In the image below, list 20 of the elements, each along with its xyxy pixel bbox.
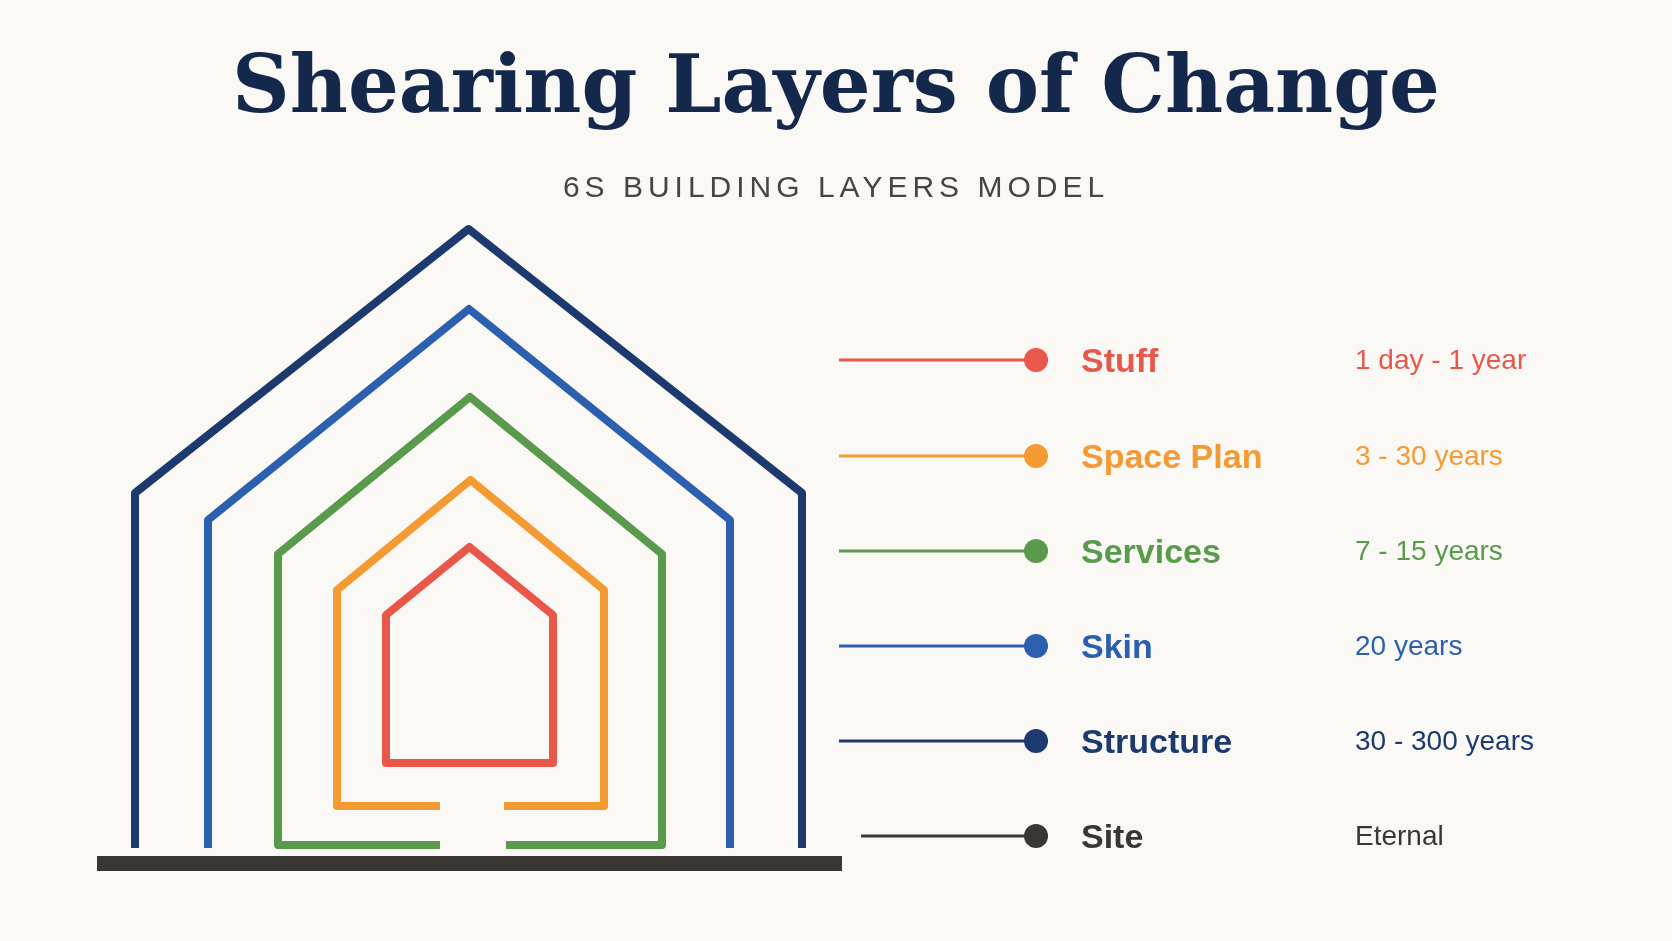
layer-name: Skin xyxy=(1081,626,1153,666)
lifespan-text: 3 - 30 years xyxy=(1355,439,1503,473)
lifespan-text: 7 - 15 years xyxy=(1355,534,1503,568)
lifespan-text: 1 day - 1 year xyxy=(1355,343,1527,377)
lifespan-text: 20 years xyxy=(1355,629,1463,663)
layer-name: Structure xyxy=(1081,721,1233,761)
leader-line-with-dot xyxy=(839,634,1048,658)
layer-name: Stuff xyxy=(1081,340,1159,380)
layer-name: Site xyxy=(1081,816,1144,856)
title: Shearing Layers of Change xyxy=(232,36,1440,133)
leader-line-with-dot xyxy=(839,539,1048,563)
leader-line-with-dot xyxy=(839,444,1048,468)
layer-name: Space Plan xyxy=(1081,436,1263,476)
leader-line-with-dot xyxy=(861,824,1048,848)
layer-name: Services xyxy=(1081,531,1221,571)
lifespan-text: Eternal xyxy=(1355,819,1444,853)
leader-line-with-dot xyxy=(839,348,1048,372)
lifespan-text: 30 - 300 years xyxy=(1355,724,1534,758)
leader-line-with-dot xyxy=(839,729,1048,753)
subtitle: 6S BUILDING LAYERS MODEL xyxy=(562,170,1110,204)
